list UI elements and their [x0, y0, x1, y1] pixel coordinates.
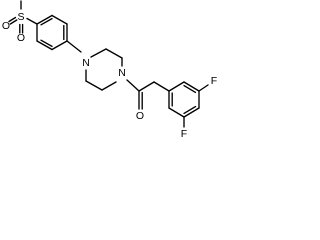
molecule-structure: S O O N N O F F — [2, 0, 217, 140]
bond-carbonyl-methylene — [138, 81, 155, 92]
bond-sulfur-aryl — [26, 17, 38, 25]
difluorophenyl-bond-5 — [168, 107, 185, 118]
methylsulfonyl-group — [8, 0, 38, 34]
difluorophenyl-bond-1 — [168, 81, 185, 92]
difluorophenyl-bond-2 — [183, 81, 200, 92]
bond-nitrogen-carbonyl — [126, 79, 140, 92]
difluorophenyl-bond-4 — [183, 107, 200, 118]
bond-methylene-ring — [153, 81, 170, 92]
piperazine-ring — [85, 48, 123, 91]
atom-sulfonyl-oxygen-left: O — [2, 20, 10, 32]
bond-sulfur-oxygen-left-a — [8, 16, 17, 23]
atom-piperazine-nitrogen-lower: N — [118, 67, 126, 79]
difluorophenyl-double-2 — [183, 84, 197, 94]
piperazine-bond-5 — [85, 80, 103, 91]
atom-fluorine-lower: F — [181, 128, 187, 140]
phenyl-double-3 — [40, 39, 53, 48]
phenyl-bond-2 — [51, 14, 68, 25]
carbonyl-group — [126, 79, 170, 110]
piperazine-bond-4 — [101, 81, 117, 91]
atom-sulfur: S — [17, 11, 24, 23]
atom-fluorine-upper: F — [211, 75, 217, 87]
phenyl-bond-4 — [51, 40, 68, 51]
phenyl-bond-1 — [36, 14, 53, 25]
atom-labels: S O O N N O F F — [2, 11, 217, 140]
bond-sulfur-oxygen-left-b — [9, 19, 18, 25]
atom-piperazine-nitrogen-upper: N — [82, 57, 90, 69]
difluorophenyl-double-3 — [183, 105, 197, 115]
phenyl-double-1 — [40, 17, 53, 26]
atom-sulfonyl-oxygen-right: O — [17, 32, 25, 44]
bond-carbon-fluorine-upper — [198, 84, 209, 92]
piperazine-bond-2 — [105, 48, 123, 59]
phenyl-ring-upper — [36, 14, 68, 51]
difluorophenyl-ring — [168, 81, 209, 128]
bond-aryl-piperazine — [66, 40, 82, 53]
atom-carbonyl-oxygen: O — [136, 110, 144, 122]
piperazine-bond-1 — [90, 48, 107, 58]
phenyl-bond-5 — [36, 40, 53, 51]
